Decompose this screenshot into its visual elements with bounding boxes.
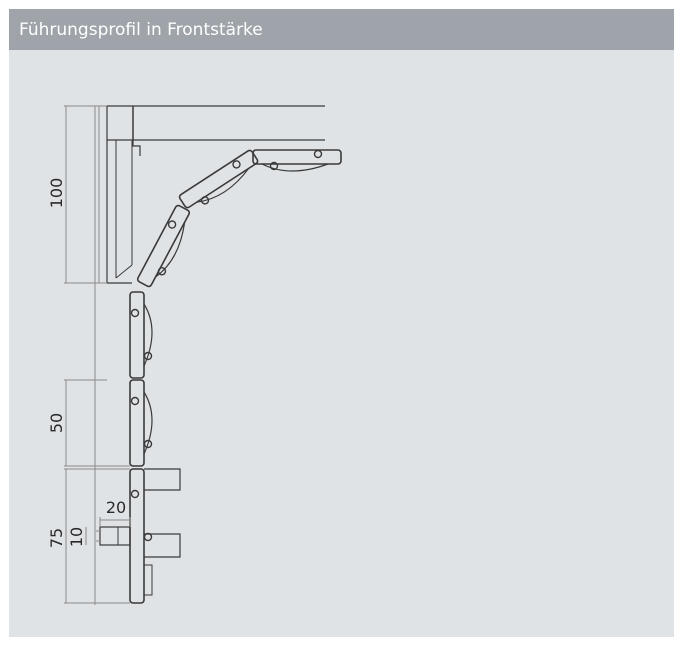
panel-title: Führungsprofil in Frontstärke [19,19,263,40]
panel-header: Führungsprofil in Frontstärke [9,9,674,50]
top-rail [107,105,325,156]
dimension-100: 100 [47,178,66,209]
frame-profile [94,106,133,605]
dimension-10: 10 [67,527,86,547]
drawing-panel: Führungsprofil in Frontstärke [9,9,674,637]
slat-top-1 [252,149,342,172]
slat-vertical-2 [129,379,153,467]
dimension-20: 20 [106,498,126,517]
slat-vertical-1 [129,291,153,379]
dimension-lines [64,105,131,604]
dimension-75: 75 [47,528,66,548]
technical-drawing: 100 50 75 20 10 [47,105,342,605]
end-slat [96,468,181,604]
dimension-50: 50 [47,413,66,433]
slat-diagonal-2 [136,204,191,288]
slat-diagonal-1 [178,149,259,209]
